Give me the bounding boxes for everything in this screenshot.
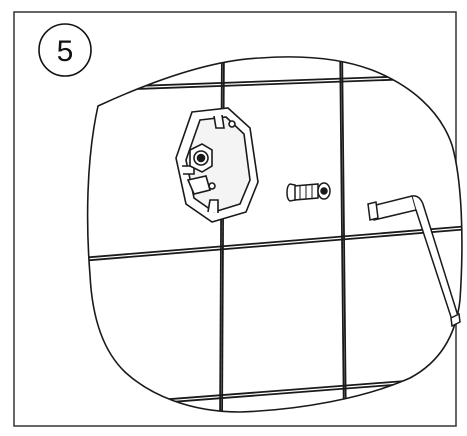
grout-line	[87, 225, 462, 259]
grout-line	[339, 56, 345, 412]
tiled-wall	[86, 56, 463, 413]
electrical-box-icon	[175, 107, 259, 223]
grout-line	[341, 56, 347, 412]
step-badge-circle	[38, 23, 92, 77]
step-number: 5	[57, 35, 74, 68]
step-number-badge: 5	[38, 23, 92, 77]
l-shaped-hex-key-icon	[367, 195, 461, 328]
grout-line	[221, 56, 225, 412]
grout-line	[219, 56, 223, 412]
grout-line	[87, 228, 462, 262]
wall-plug-anchor-icon	[286, 182, 331, 202]
